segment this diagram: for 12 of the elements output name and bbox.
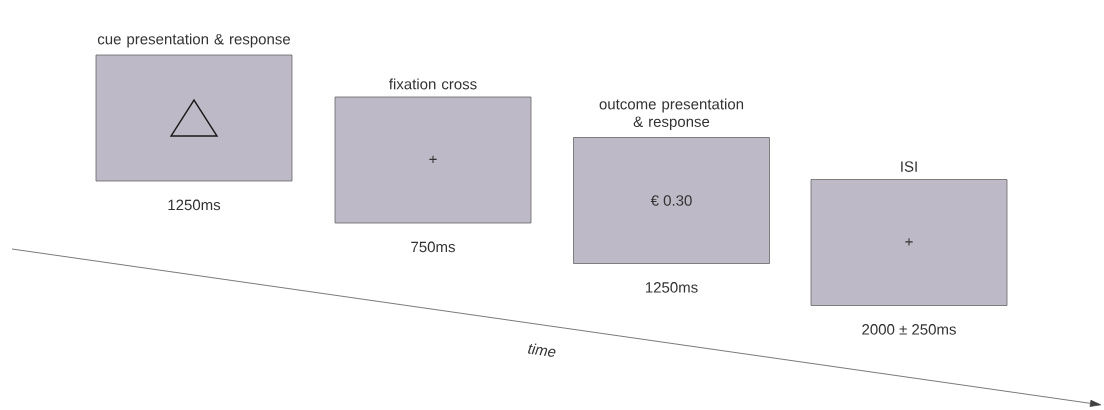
axis-label: time <box>528 343 556 357</box>
screen-text: + <box>429 155 437 163</box>
screen-heading: fixation cross <box>389 78 477 90</box>
duration-label: 750ms <box>411 241 455 253</box>
duration-label: 2000 ± 250ms <box>862 324 956 335</box>
screen-text: € 0.30 <box>650 195 692 206</box>
duration-label: 1250ms <box>645 282 698 293</box>
screen-heading: ISI <box>901 161 917 172</box>
screen-text: + <box>905 238 913 246</box>
screen-heading: outcome presentation & response <box>599 98 744 130</box>
duration-label: 1250ms <box>168 199 221 211</box>
screen-heading: cue presentation & response <box>97 33 290 48</box>
